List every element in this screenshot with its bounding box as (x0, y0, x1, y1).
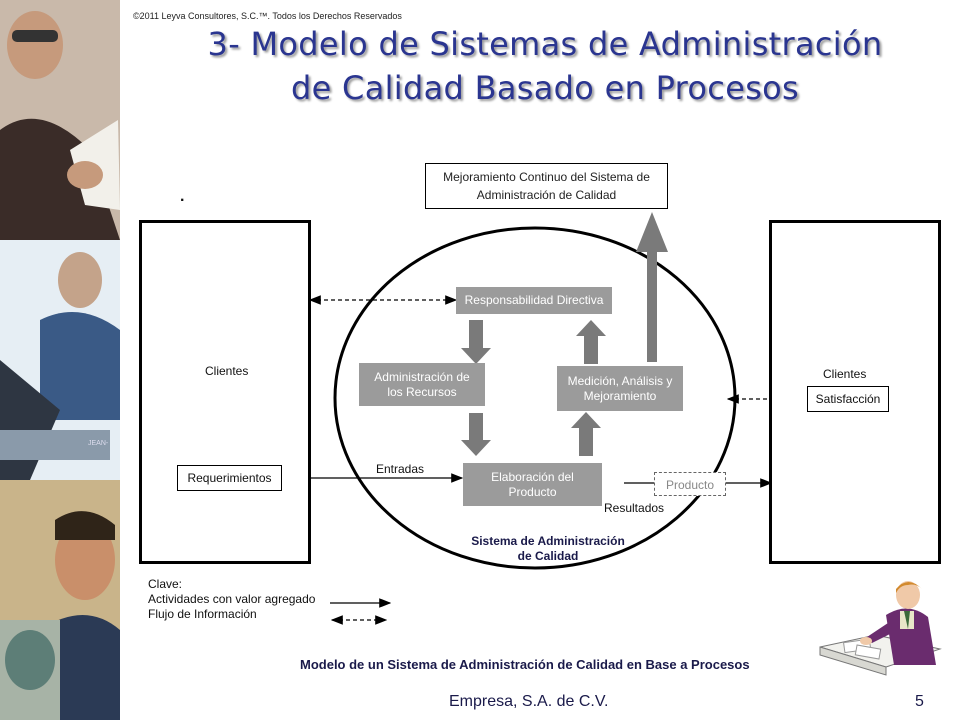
clientes-left-box (139, 220, 311, 564)
requerimientos-label: Requerimientos (187, 471, 272, 485)
clipart-man-writing (819, 581, 942, 676)
title-line-2: de Calidad Basado en Procesos (290, 69, 800, 107)
sistema-label: Sistema de Administración de Calidad (458, 534, 638, 564)
legend-clave: Clave: (148, 577, 183, 591)
resultados-label: Resultados (604, 501, 665, 515)
administracion-recursos-box: Administración de los Recursos (359, 363, 485, 406)
arrow-medicion-to-resp (576, 320, 606, 364)
administracion-line-1: Administración de (374, 369, 470, 384)
administracion-line-2: los Recursos (387, 384, 457, 399)
arrow-resp-to-admin (461, 320, 491, 364)
sistema-line-1: Sistema de Administración (471, 534, 625, 548)
responsabilidad-directiva-box: Responsabilidad Directiva (456, 287, 612, 314)
svg-text:JEAN-: JEAN- (88, 440, 109, 447)
medicion-line-1: Medición, Análisis y (567, 373, 673, 388)
stray-dot: . (180, 188, 185, 205)
elaboracion-line-2: Producto (508, 484, 557, 499)
producto-box: Producto (654, 472, 726, 496)
mejoramiento-continuo-box: Mejoramiento Continuo del Sistema de Adm… (425, 163, 668, 209)
copyright-notice: ©2011 Leyva Consultores, S.C.™. Todos lo… (133, 11, 402, 21)
producto-label: Producto (665, 478, 715, 492)
responsabilidad-label: Responsabilidad Directiva (464, 293, 604, 307)
satisfaccion-label: Satisfacción (815, 392, 881, 406)
page-title: 3- Modelo de Sistemas de Administración … (130, 22, 960, 110)
arrow-admin-to-elab (461, 413, 491, 456)
entradas-label: Entradas (376, 462, 425, 476)
clientes-right-label: Clientes (823, 367, 867, 381)
sistema-line-2: de Calidad (517, 549, 579, 563)
requerimientos-box: Requerimientos (177, 465, 282, 491)
mejoramiento-line-2: Administración de Calidad (476, 188, 617, 202)
legend-valor: Actividades con valor agregado (148, 592, 316, 606)
clientes-left-label: Clientes (205, 364, 249, 378)
arrow-elab-to-medicion (571, 412, 601, 456)
medicion-line-2: Mejoramiento (583, 388, 657, 403)
elaboracion-producto-box: Elaboración del Producto (463, 463, 602, 506)
photo-man-reading (0, 0, 120, 240)
medicion-analisis-box: Medición, Análisis y Mejoramiento (557, 366, 683, 411)
photo-man-phone (0, 480, 120, 720)
photo-laptop-worker: JEAN- (0, 240, 120, 480)
legend-flujo: Flujo de Información (148, 607, 257, 621)
mejoramiento-line-1: Mejoramiento Continuo del Sistema de (443, 170, 650, 184)
continuous-improvement-arrow (636, 212, 668, 362)
elaboracion-line-1: Elaboración del (491, 469, 574, 484)
title-line-1: 3- Modelo de Sistemas de Administración (207, 25, 883, 63)
figure-caption: Modelo de un Sistema de Administración d… (300, 657, 750, 672)
satisfaccion-box: Satisfacción (807, 386, 889, 412)
photo-strip: JEAN- (0, 0, 120, 720)
footer-company: Empresa, S.A. de C.V. (449, 693, 609, 710)
legend: Clave: Actividades con valor agregado Fl… (148, 577, 315, 622)
page-number: 5 (915, 693, 924, 710)
